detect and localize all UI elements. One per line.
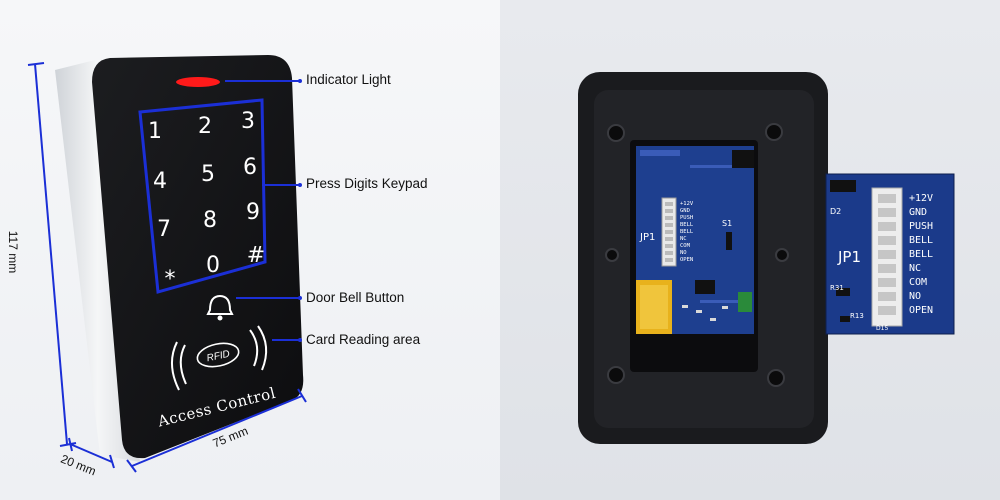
pcb-pin-small-4: BELL [680,229,694,235]
pcb-switch [726,232,732,250]
callout-keypad: Press Digits Keypad [306,176,428,191]
key-1[interactable]: 1 [148,119,162,144]
key-0[interactable]: 0 [206,253,220,278]
callout-card-reading: Card Reading area [306,332,421,347]
pcb-pin-small-7: NO [680,250,687,256]
key-6[interactable]: 6 [243,155,257,180]
pcb-chip [732,150,754,168]
rfid-waves-icon [171,325,268,391]
inset-jp1-label: JP1 [837,248,861,266]
inset-pin-8: OPEN [909,305,933,316]
device-back-illustration: JP1 S1 +12V GND PUSH BELL BELL NC COM NO… [578,72,955,444]
pcb-pin-small-6: COM [680,243,691,249]
callout-door-bell: Door Bell Button [306,290,405,305]
pcb-pin-small-1: GND [680,208,690,214]
callout-indicator-light: Indicator Light [306,72,391,87]
screw-holes [605,123,789,387]
key-2[interactable]: 2 [198,114,212,139]
rfid-text: RFID [206,349,231,365]
pcb-s1-label: S1 [722,219,732,228]
inset-r13-label: R13 [850,312,864,320]
key-7[interactable]: 7 [157,217,171,242]
inset-d2-label: D2 [830,207,841,216]
inset-pin-3: BELL [909,235,933,246]
key-star[interactable]: * [165,267,176,292]
pcb-pin-small-5: NC [680,236,687,242]
inset-pin-7: NO [909,291,921,302]
key-9[interactable]: 9 [246,200,260,225]
inset-pin-6: COM [909,277,927,288]
keypad-keys: 1 2 3 4 5 6 7 8 9 * 0 # [148,109,265,292]
inset-r31-label: R31 [830,284,844,292]
keypad-front-illustration: 1 2 3 4 5 6 7 8 9 * 0 # RFID Access Cont… [27,55,307,473]
pcb-pin-small-3: BELL [680,222,694,228]
inset-pin-2: PUSH [909,221,933,232]
inset-pin-4: BELL [909,249,933,260]
inset-pin-5: NC [909,263,921,274]
dimension-height-label: 117 mm [6,230,21,274]
rfid-badge-outline [196,342,240,368]
indicator-light [176,77,220,87]
pcb-pin-small-2: PUSH [680,215,693,221]
pcb-jp1-label: JP1 [639,232,655,243]
inset-pin-1: GND [909,207,927,218]
keypad-outline [138,98,267,294]
dimension-lines [27,62,307,473]
inset-d15-label: D15 [876,325,888,332]
key-hash[interactable]: # [247,243,265,268]
inset-pin-0: +12V [909,193,933,204]
pcb-capacitor [738,292,752,312]
pcb-pin-small-8: OPEN [680,257,693,263]
pcb-pin-small-0: +12V [680,201,694,207]
key-3[interactable]: 3 [241,109,255,134]
key-5[interactable]: 5 [201,162,215,187]
key-8[interactable]: 8 [203,208,217,233]
bell-icon[interactable] [206,294,234,321]
key-4[interactable]: 4 [153,169,167,194]
callout-lines [225,80,300,341]
